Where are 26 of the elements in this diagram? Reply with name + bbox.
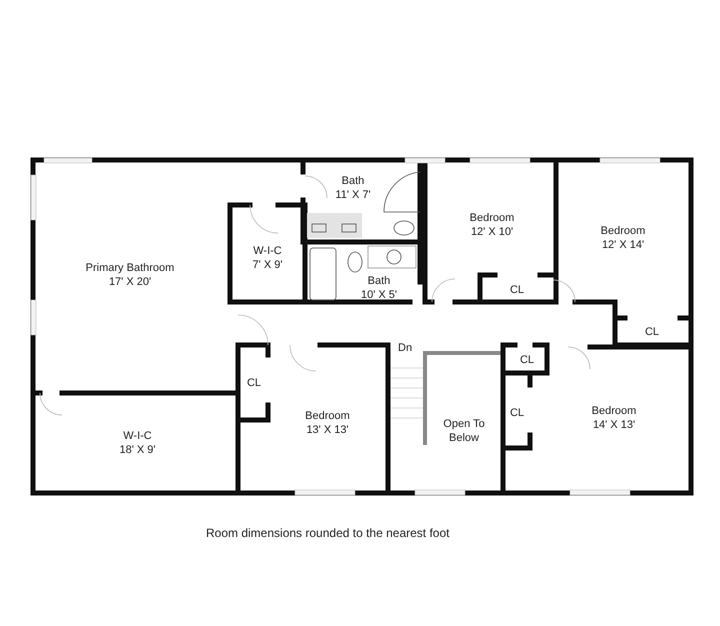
- room-name: CL: [246, 376, 262, 390]
- room-name: W-I-C: [253, 244, 282, 258]
- room-dimensions: 7' X 9': [252, 258, 282, 272]
- room-dimensions: 18' X 9': [119, 443, 156, 457]
- stair-direction-label: Dn: [398, 341, 412, 356]
- room-dimensions: 12' X 14': [602, 238, 644, 252]
- room-name: Bath: [342, 174, 364, 188]
- room-name: Open To Below: [442, 417, 486, 445]
- room-name: CL: [644, 325, 660, 339]
- room-name: Bedroom: [305, 409, 350, 423]
- room-name: Bath: [368, 274, 390, 288]
- room-name: Bedroom: [600, 224, 646, 238]
- room-dimensions: 17' X 20': [108, 275, 152, 289]
- room-name: Bedroom: [470, 211, 514, 225]
- room-name: Bedroom: [592, 404, 636, 418]
- room-name: W-I-C: [123, 429, 152, 443]
- room-dimensions: 10' X 5': [360, 288, 397, 302]
- room-name: CL: [520, 353, 534, 367]
- room-dimensions: 14' X 13': [592, 418, 636, 432]
- room-name: CL: [510, 406, 524, 420]
- caption-note: Room dimensions rounded to the nearest foot: [206, 525, 450, 542]
- room-name: Primary Bathroom: [86, 261, 174, 275]
- room-dimensions: 12' X 10': [470, 225, 514, 239]
- room-dimensions: 11' X 7': [335, 188, 371, 202]
- room-dimensions: 13' X 13': [306, 423, 349, 437]
- room-name: CL: [510, 283, 524, 297]
